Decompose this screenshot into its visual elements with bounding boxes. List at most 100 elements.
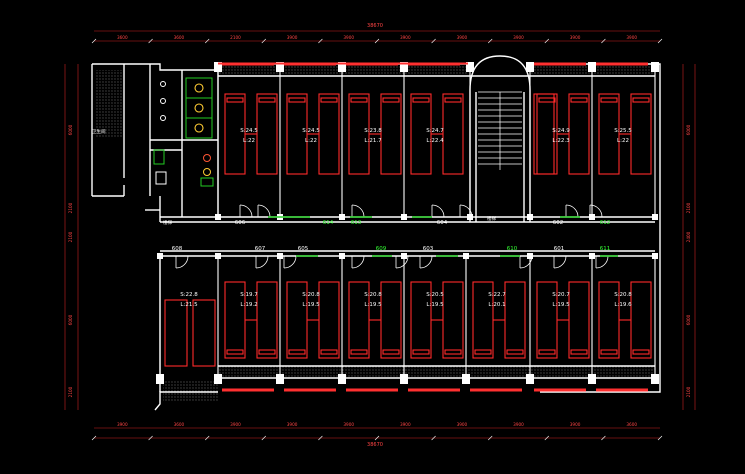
room-length: L:21.7: [364, 138, 382, 144]
dim-left-label: 2100: [68, 386, 73, 397]
dorm-furniture: [164, 93, 652, 367]
window: [222, 388, 274, 392]
bed-pillow: [444, 97, 462, 103]
dim-tick: [318, 38, 323, 44]
dim-top-label: 3900: [626, 35, 637, 40]
column: [526, 62, 534, 72]
top-dimension-ticks: [91, 38, 663, 441]
room-area: S:25.5: [614, 128, 632, 134]
bottom-wall-hatch: [218, 366, 655, 378]
column: [588, 62, 596, 72]
dim-bottom-label: 3900: [343, 422, 354, 427]
room-area: S:22.7: [488, 292, 506, 298]
left-stair-label: 楼梯: [163, 219, 172, 226]
left-stair-hatch: [96, 70, 124, 138]
room-length: L:19.5: [426, 302, 444, 308]
room-length: L:21.5: [180, 302, 198, 308]
room-number: 609: [376, 246, 387, 252]
room-area: S:22.8: [180, 292, 198, 298]
door-swing: [395, 255, 409, 269]
building-walls: [91, 55, 661, 411]
toilet-label: 卫生间: [92, 128, 106, 135]
bottom-left-hatch: [163, 380, 218, 402]
door-swing: [351, 204, 365, 218]
dim-right-label: 6000: [686, 314, 691, 325]
bed-pillow: [350, 97, 368, 103]
top-room-labels: S:24.5L:22S:24.5L:22S:23.8L:21.7S:24.7L:…: [240, 128, 632, 144]
room-area: S:23.8: [364, 128, 382, 134]
dim-right-label: 2100: [686, 386, 691, 397]
dim-right-label: 6000: [686, 124, 691, 135]
room-length: L:19.5: [302, 302, 320, 308]
window: [534, 388, 586, 392]
bed: [533, 93, 555, 175]
dim-tick: [657, 38, 663, 44]
dim-tick: [91, 38, 97, 44]
room-area: S:24.9: [552, 128, 570, 134]
room-length: L:22.4: [426, 138, 444, 144]
column: [651, 374, 659, 384]
dim-bottom-label: 3900: [570, 422, 581, 427]
dim-top-label: 3600: [174, 35, 185, 40]
door-swing: [589, 204, 603, 218]
column: [338, 62, 346, 72]
dim-tick: [318, 435, 323, 441]
dim-tick: [204, 38, 210, 44]
window: [408, 388, 460, 392]
room-area: S:20.7: [552, 292, 570, 298]
bed-pillow: [474, 349, 492, 355]
bed-pillow: [412, 349, 430, 355]
dim-tick: [91, 435, 97, 441]
room-number: 607: [255, 246, 266, 252]
dim-tick: [431, 435, 436, 441]
door-swing: [519, 255, 533, 269]
overall-bottom-dimension: 38670: [367, 442, 383, 448]
bed-pillow: [226, 349, 244, 355]
column: [338, 374, 346, 384]
column: [276, 374, 284, 384]
bottom-room-labels: S:22.8L:21.5S:19.7L:19.2S:20.8L:19.5S:20…: [180, 292, 632, 308]
room-length: L:19.6: [614, 302, 632, 308]
door-swing: [239, 204, 253, 218]
bed-pillow: [258, 349, 276, 355]
door-swing: [255, 255, 269, 269]
window: [284, 388, 336, 392]
dim-left-label: 2100: [68, 202, 73, 213]
dim-tick: [601, 435, 606, 441]
bed-pillow: [570, 349, 588, 355]
dim-top-label: 3900: [570, 35, 581, 40]
bed-pillow: [600, 349, 618, 355]
door-swing: [257, 204, 271, 218]
bed-pillow: [288, 349, 306, 355]
column: [156, 374, 164, 384]
bed-pillow: [288, 97, 306, 103]
dim-top-label: 3900: [400, 35, 411, 40]
dim-left-label: 6000: [68, 314, 73, 325]
dim-top-label: 3900: [343, 35, 354, 40]
dim-tick: [204, 435, 210, 441]
window: [218, 62, 468, 65]
dim-tick: [487, 435, 493, 441]
room-number: 601: [554, 246, 565, 252]
room-number: 606: [235, 220, 246, 226]
dim-tick: [261, 38, 267, 44]
door-swing: [595, 255, 609, 269]
door-swing: [459, 204, 473, 218]
dim-right-label: 2400: [686, 231, 691, 242]
window: [534, 62, 586, 66]
room-area: S:24.5: [240, 128, 258, 134]
room-length: L:22: [243, 138, 255, 144]
room-number: 603: [423, 246, 434, 252]
room-number: 605: [298, 246, 309, 252]
window: [470, 388, 522, 392]
column: [214, 62, 222, 72]
room-number: 613: [351, 220, 362, 226]
dim-tick: [374, 435, 380, 441]
room-area: S:20.8: [614, 292, 632, 298]
bed-pillow: [506, 349, 524, 355]
dim-bottom-label: 3600: [626, 422, 637, 427]
